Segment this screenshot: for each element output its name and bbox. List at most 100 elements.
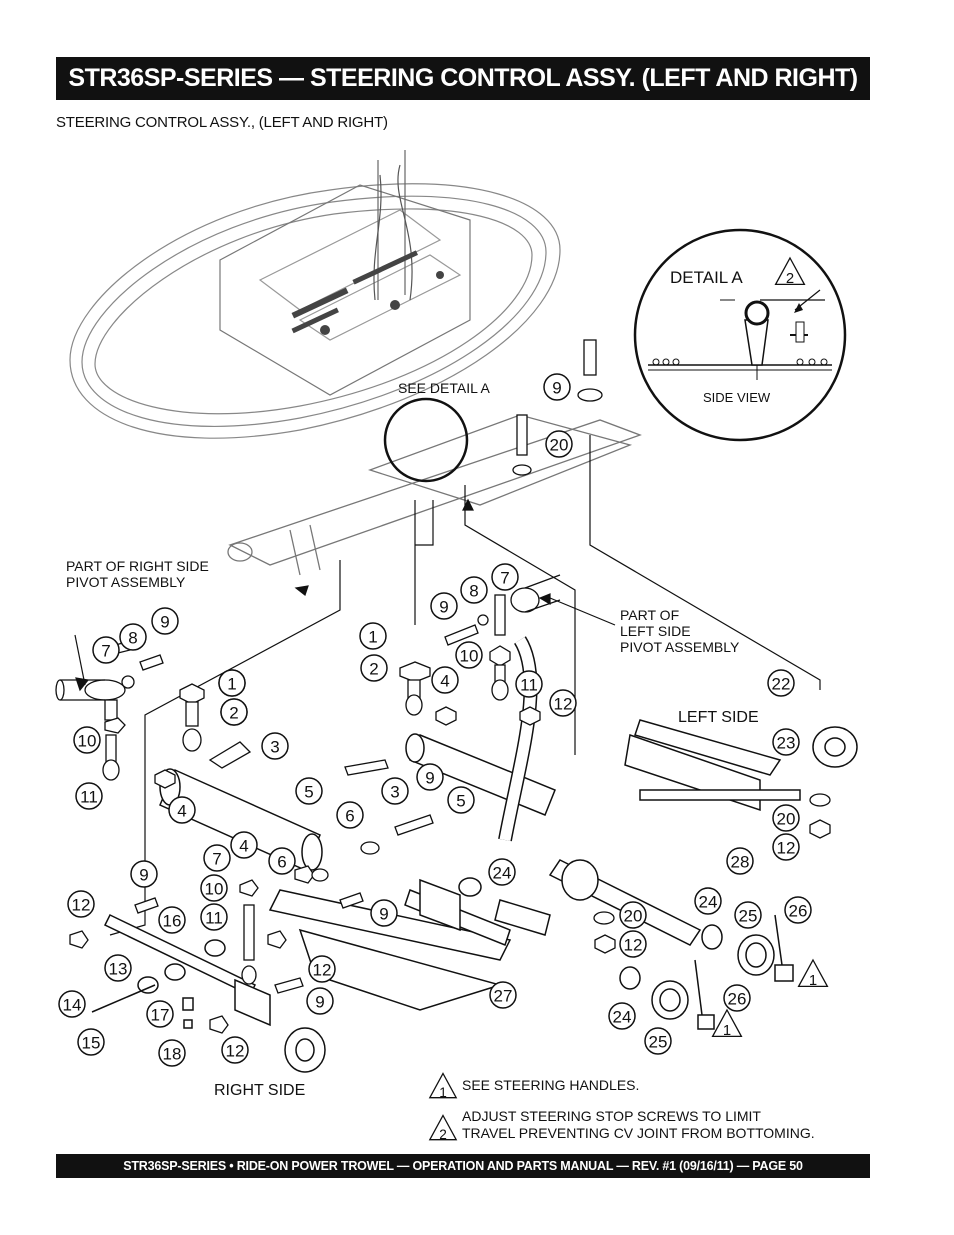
callout-26: 26 bbox=[723, 984, 751, 1012]
triangle-shape bbox=[797, 958, 829, 988]
callout-circle bbox=[644, 1027, 672, 1055]
callout-number: 17 bbox=[151, 1006, 170, 1025]
callout-number: 9 bbox=[552, 379, 561, 398]
callout-number: 7 bbox=[500, 569, 509, 588]
right-pivot-label-2: PIVOT ASSEMBLY bbox=[66, 574, 186, 590]
callout-circle bbox=[218, 669, 246, 697]
note-triangle-1: 1 bbox=[797, 958, 829, 989]
triangle-number: 2 bbox=[439, 1127, 447, 1142]
callout-number: 6 bbox=[345, 807, 354, 826]
callout-number: 5 bbox=[456, 792, 465, 811]
callout-number: 3 bbox=[270, 738, 279, 757]
callout-circle bbox=[455, 641, 483, 669]
callout-27: 27 bbox=[489, 981, 517, 1009]
left-pivot-label-2: LEFT SIDE bbox=[620, 623, 691, 639]
callout-circle bbox=[295, 777, 323, 805]
callout-number: 4 bbox=[239, 837, 248, 856]
callout-number: 11 bbox=[520, 676, 538, 695]
callout-9: 9 bbox=[430, 592, 458, 620]
callout-9: 9 bbox=[543, 373, 571, 401]
callout-number: 27 bbox=[494, 987, 513, 1006]
callout-circle bbox=[336, 801, 364, 829]
callout-circle bbox=[73, 726, 101, 754]
callout-number: 9 bbox=[379, 905, 388, 924]
callout-number: 9 bbox=[439, 598, 448, 617]
callout-circle bbox=[734, 901, 762, 929]
callout-circle bbox=[772, 833, 800, 861]
callout-12: 12 bbox=[308, 955, 336, 983]
callout-circle bbox=[772, 804, 800, 832]
callout-number: 12 bbox=[624, 936, 643, 955]
detail-a-label: DETAIL A bbox=[670, 268, 743, 287]
callout-circle bbox=[491, 563, 519, 591]
callout-22: 22 bbox=[767, 669, 795, 697]
callout-circle bbox=[168, 796, 196, 824]
callout-circle bbox=[694, 887, 722, 915]
callout-circle bbox=[619, 930, 647, 958]
callout-number: 12 bbox=[226, 1042, 245, 1061]
callout-number: 16 bbox=[163, 912, 182, 931]
callout-10: 10 bbox=[455, 641, 483, 669]
callout-5: 5 bbox=[447, 786, 475, 814]
callout-circle bbox=[360, 654, 388, 682]
triangle-shape bbox=[774, 256, 806, 286]
callout-9: 9 bbox=[306, 987, 334, 1015]
left-pivot-label-1: PART OF bbox=[620, 607, 679, 623]
callout-number: 10 bbox=[460, 647, 479, 666]
triangle-shape bbox=[428, 1114, 458, 1141]
callout-number: 4 bbox=[440, 672, 449, 691]
triangle-shape bbox=[711, 1008, 743, 1038]
callout-circle bbox=[200, 874, 228, 902]
callout-16: 16 bbox=[158, 906, 186, 934]
callout-circle bbox=[130, 860, 158, 888]
callout-circle bbox=[308, 955, 336, 983]
triangle-number: 1 bbox=[809, 973, 817, 989]
note-1-text: SEE STEERING HANDLES. bbox=[462, 1077, 639, 1093]
callout-circle bbox=[619, 901, 647, 929]
callout-circle bbox=[261, 732, 289, 760]
callout-circle bbox=[119, 623, 147, 651]
callout-number: 9 bbox=[425, 769, 434, 788]
callout-number: 11 bbox=[80, 788, 98, 807]
callout-circle bbox=[608, 1002, 636, 1030]
callout-circle bbox=[200, 903, 228, 931]
callout-number: 8 bbox=[128, 629, 137, 648]
page-title: STR36SP-SERIES — STEERING CONTROL ASSY. … bbox=[56, 57, 870, 100]
callout-26: 26 bbox=[784, 896, 812, 924]
right-pivot-label-1: PART OF RIGHT SIDE bbox=[66, 558, 209, 574]
left-pivot-label-3: PIVOT ASSEMBLY bbox=[620, 639, 740, 655]
callout-4: 4 bbox=[230, 831, 258, 859]
callout-number: 2 bbox=[229, 704, 238, 723]
callout-13: 13 bbox=[104, 954, 132, 982]
callout-number: 1 bbox=[368, 628, 377, 647]
callout-number: 7 bbox=[101, 642, 110, 661]
callout-9: 9 bbox=[151, 607, 179, 635]
triangle-number: 1 bbox=[723, 1023, 731, 1039]
callout-12: 12 bbox=[619, 930, 647, 958]
callout-circle bbox=[767, 669, 795, 697]
callout-number: 14 bbox=[63, 996, 82, 1015]
callout-circle bbox=[784, 896, 812, 924]
callout-3: 3 bbox=[381, 777, 409, 805]
callout-12: 12 bbox=[772, 833, 800, 861]
callout-circle bbox=[549, 689, 577, 717]
callout-12: 12 bbox=[549, 689, 577, 717]
callout-20: 20 bbox=[619, 901, 647, 929]
note-triangle-1: 1 bbox=[711, 1008, 743, 1039]
callout-25: 25 bbox=[734, 901, 762, 929]
diagram-subtitle: STEERING CONTROL ASSY., (LEFT AND RIGHT) bbox=[56, 114, 388, 131]
callout-circle bbox=[726, 847, 754, 875]
callout-circle bbox=[545, 430, 573, 458]
callout-circle bbox=[381, 777, 409, 805]
right-side-label: RIGHT SIDE bbox=[214, 1082, 305, 1099]
callout-circle bbox=[460, 576, 488, 604]
callout-11: 11 bbox=[75, 782, 103, 810]
legend-triangle-2: 2 bbox=[428, 1114, 458, 1142]
callout-circle bbox=[370, 899, 398, 927]
callout-5: 5 bbox=[295, 777, 323, 805]
frame-tube bbox=[227, 414, 642, 576]
callout-number: 20 bbox=[550, 436, 569, 455]
callout-8: 8 bbox=[460, 576, 488, 604]
